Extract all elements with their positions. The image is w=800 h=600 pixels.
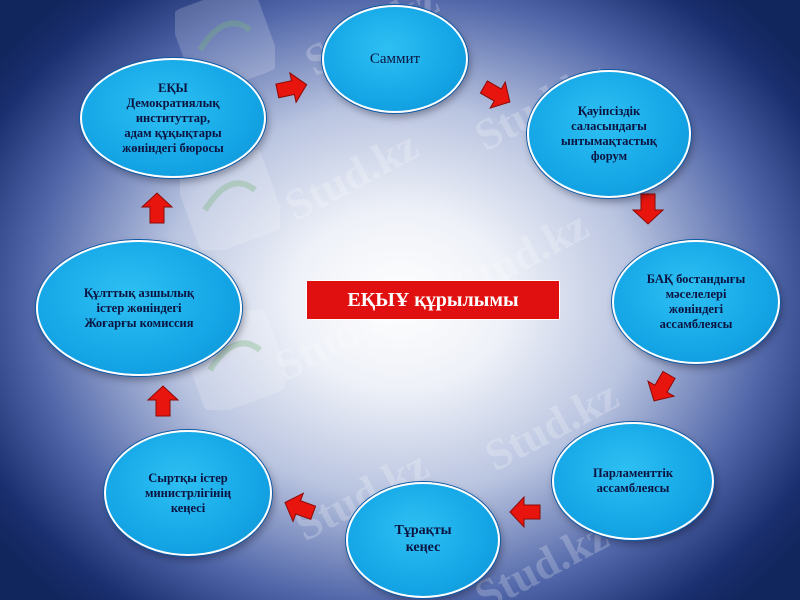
node-odihr: ЕҚЫ Демократиялық институттар, адам құқы… [80, 58, 266, 178]
arrow-up-icon [141, 192, 173, 224]
node-label: Қауіпсіздік саласындағы ынтымақтастық фо… [561, 104, 657, 163]
arrow-down-icon [640, 366, 683, 409]
node-label: Құлттық азшылық істер жөніндегі Жоғарғы … [83, 285, 195, 330]
arrow-right-icon [273, 69, 311, 107]
node-label: ЕҚЫ Демократиялық институттар, адам құқы… [122, 80, 224, 155]
node-minorities-commissioner: Құлттық азшылық істер жөніндегі Жоғарғы … [36, 240, 242, 376]
node-permanent-council: Тұрақты кеңес [346, 482, 500, 598]
node-parliamentary-assembly: Парламенттік ассамблеясы [552, 422, 714, 540]
arrow-down-icon [632, 193, 664, 225]
node-label: БАҚ бостандығы мәселелері жөніндегі асса… [646, 272, 746, 331]
node-security-forum: Қауіпсіздік саласындағы ынтымақтастық фо… [527, 70, 691, 198]
node-label: Парламенттік ассамблеясы [592, 466, 674, 495]
node-media-freedom: БАҚ бостандығы мәселелері жөніндегі асса… [612, 240, 780, 364]
node-foreign-ministers-council: Сыртқы істер министрлігінің кеңесі [104, 430, 272, 556]
center-title: ЕҚЫҰ құрылымы [306, 280, 560, 320]
arrow-left-icon [509, 496, 541, 528]
arrow-up-icon [147, 385, 179, 417]
node-label: Саммит [369, 51, 421, 67]
arrow-right-icon [475, 73, 518, 116]
node-label: Сыртқы істер министрлігінің кеңесі [144, 470, 232, 515]
arrow-left-icon [279, 487, 319, 528]
node-summit: Саммит [322, 5, 468, 113]
title-text: ЕҚЫҰ құрылымы [347, 288, 519, 311]
node-label: Тұрақты кеңес [394, 523, 452, 555]
